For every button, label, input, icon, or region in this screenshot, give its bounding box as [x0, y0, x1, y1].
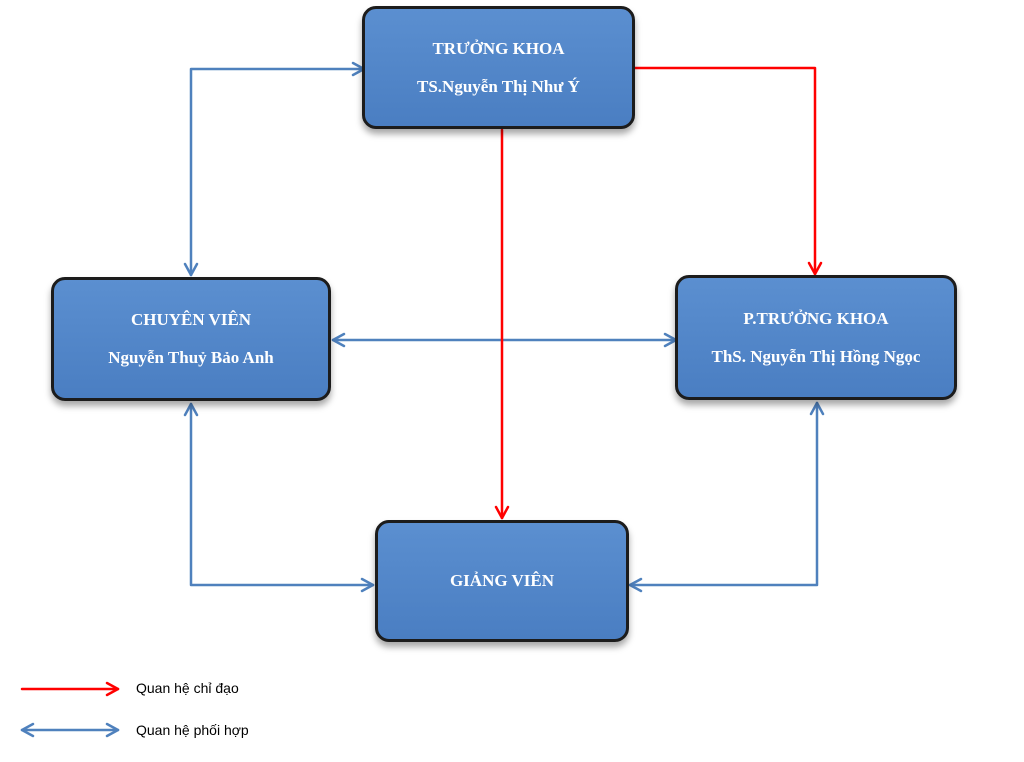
legend-blue-arrowhead-right [105, 722, 120, 738]
node-person-name: TS.Nguyễn Thị Như Ý [417, 76, 580, 96]
node-giang-vien: GIẢNG VIÊN [375, 520, 629, 642]
arrowhead-giang-vien-left [360, 577, 375, 593]
arrowhead-chuyen-vien-right [331, 332, 346, 348]
arrowhead-chuyen-vien-bottom [183, 402, 199, 417]
arrowhead-chuyen-vien-top [183, 262, 199, 277]
legend-blue-arrowhead-left [20, 722, 35, 738]
node-title: CHUYÊN VIÊN [130, 310, 252, 329]
node-title: TRƯỞNG KHOA [432, 38, 565, 58]
legend-coordination-label: Quan hệ phối hợp [136, 722, 249, 738]
node-title: P.TRƯỞNG KHOA [743, 308, 889, 328]
legend-red-arrowhead [105, 681, 120, 697]
arrowhead-pho-truong-khoa-top [807, 261, 823, 276]
link-chuyen-vien-giang-vien [189, 402, 375, 587]
link-truong-khoa-pho-truong-khoa [633, 66, 817, 276]
legend-directive-label: Quan hệ chỉ đạo [136, 680, 239, 696]
node-chuyen-vien: CHUYÊN VIÊN Nguyễn Thuỷ Bảo Anh [51, 277, 331, 401]
node-pho-truong-khoa: P.TRƯỞNG KHOA ThS. Nguyễn Thị Hồng Ngọc [675, 275, 957, 400]
node-title: GIẢNG VIÊN [449, 571, 555, 590]
arrowhead-pho-truong-khoa-bottom [809, 401, 825, 416]
arrowhead-giang-vien-top [494, 505, 510, 520]
arrowhead-giang-vien-right [628, 577, 643, 593]
node-person-name: ThS. Nguyễn Thị Hồng Ngọc [711, 346, 921, 366]
link-truong-khoa-chuyen-vien [189, 67, 366, 277]
node-person-name: Nguyễn Thuỷ Bảo Anh [108, 348, 274, 367]
link-pho-truong-khoa-giang-vien [628, 401, 819, 587]
node-truong-khoa: TRƯỞNG KHOA TS.Nguyễn Thị Như Ý [362, 6, 635, 129]
